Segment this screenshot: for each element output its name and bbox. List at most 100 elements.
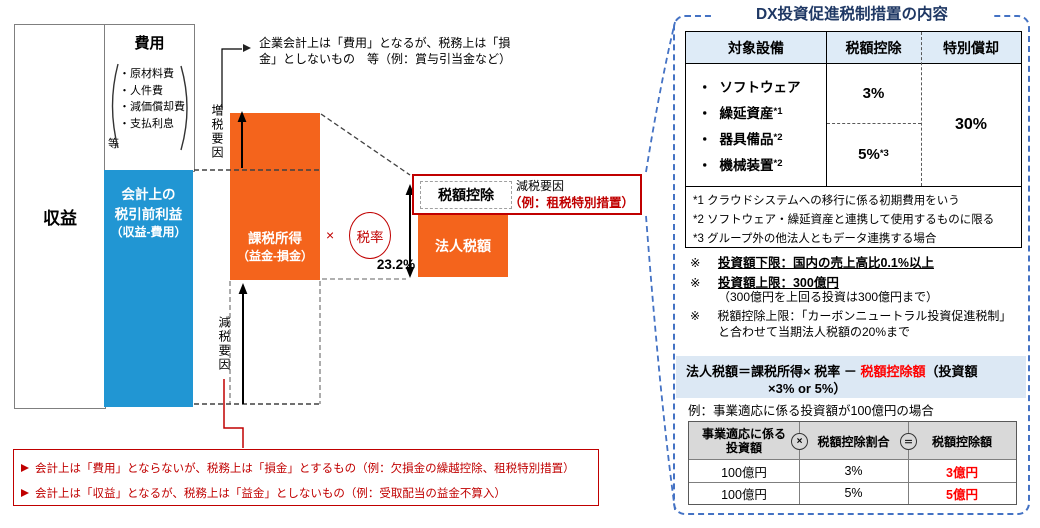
- condition-row: ※ 投資額下限：国内の売上高比0.1%以上: [690, 252, 934, 271]
- expense-box: 費用 ・原材料費 ・人件費 ・減価償却費 ・支払利息 等: [104, 24, 195, 172]
- pretax-line: 税引前利益: [114, 207, 183, 222]
- bottom-note-text: 会計上は「収益」となるが、税務上は「益金」としないもの（例：受取配当の益金不算入…: [35, 487, 506, 500]
- footnote: *2 ソフトウェア・繰延資産と連携して使用するものに限る: [693, 214, 995, 226]
- arrow-marker-icon: [21, 488, 29, 497]
- list-item: ・原材料費: [119, 68, 174, 80]
- table-cell: 100億円: [721, 465, 767, 480]
- formula-box: 法人税額＝課税所得× 税率 － 税額控除額（投資額 ×3% or 5%）: [676, 356, 1026, 398]
- condition-text: 税額控除上限：「カーボンニュートラル投資促進税制」: [717, 309, 1012, 323]
- condition-subtext: （300億円を上回る投資は300億円まで）: [718, 290, 939, 304]
- revenue-label: 収益: [43, 209, 77, 228]
- bottom-note-row: 会計上は「費用」とならないが、税務上は「損金」とするもの（例：欠損金の繰越控除、…: [21, 455, 591, 480]
- incentive-table: 対象設備 税額控除 特別償却 ・ソフトウェア ・繰延資産*1 ・器具備品*2 ・…: [685, 31, 1022, 248]
- condition-text: 投資額下限：国内の売上高比0.1%以上: [717, 256, 934, 270]
- revenue-box: 収益: [14, 24, 106, 409]
- condition-row: ※ 税額控除上限：「カーボンニュートラル投資促進税制」: [690, 307, 1011, 324]
- example-header-credit: 税額控除額: [931, 434, 992, 449]
- bottom-note-row: 会計上は「収益」となるが、税務上は「益金」としないもの（例：受取配当の益金不算入…: [21, 480, 591, 505]
- callout-line-top: [645, 21, 676, 173]
- expense-etc-label: 等: [108, 138, 119, 150]
- header-target-equipment: 対象設備: [728, 40, 784, 56]
- pretax-profit-box: 会計上の 税引前利益 （収益-費用）: [104, 170, 193, 407]
- condition-subtext: と合わせて当期法人税額の20%まで: [718, 325, 911, 339]
- reference-mark: ※: [690, 309, 701, 323]
- tax-increase-factor-label: 増税要因: [210, 104, 224, 160]
- list-item: ・機械装置*2: [698, 157, 783, 174]
- arrow-marker-icon: [21, 463, 29, 472]
- bottom-notes-box: 会計上は「費用」とならないが、税務上は「損金」とするもの（例：欠損金の繰越控除、…: [13, 449, 599, 506]
- row-divider: [689, 482, 1016, 483]
- list-item: ・ソフトウェア: [698, 80, 801, 95]
- example-table: 事業適応に係る 投資額 税額控除割合 税額控除額 × ＝ 100億円 3% 3億…: [688, 421, 1017, 505]
- condition-row: ※ 投資額上限：300億円: [690, 272, 839, 291]
- tax-rate-circle: 税率: [349, 212, 391, 259]
- corporate-tax-box: 法人税額: [418, 215, 508, 277]
- list-item: ・支払利息: [119, 117, 174, 130]
- table-divider: [908, 422, 909, 504]
- list-item: ・減価償却費: [119, 101, 185, 113]
- formula-line1: 法人税額＝課税所得× 税率 － 税額控除額（投資額: [686, 361, 977, 380]
- decrease-arrowhead-icon: [238, 283, 248, 294]
- list-item: ・繰延資産*1: [698, 105, 783, 122]
- formula-prefix: 法人税額＝課税所得× 税率 －: [686, 364, 861, 379]
- header-tax-credit: 税額控除: [845, 40, 902, 56]
- formula-line2: ×3% or 5%）: [768, 381, 847, 396]
- taxable-line: （益金-損金）: [237, 249, 313, 263]
- table-header-strip: [686, 32, 1021, 64]
- formula-suffix: （投資額: [925, 364, 978, 379]
- example-header-investment: 事業適応に係る 投資額: [701, 427, 786, 455]
- tax-credit-example: （例：租税特別措置）: [509, 196, 635, 210]
- tax-decrease-factor-label: 減税要因: [217, 316, 231, 372]
- decrease-factor-right-label: 減税要因: [516, 179, 565, 193]
- example-header-strip: [689, 422, 1016, 460]
- footnote: *3 グループ外の他法人ともデータ連携する場合: [693, 233, 937, 245]
- top-note-line: 企業会計上は「費用」となるが、税務上は「損: [259, 36, 511, 50]
- formula-highlight: 税額控除額: [860, 364, 926, 379]
- pretax-line: （収益-費用）: [110, 225, 187, 239]
- top-note-connector: [221, 48, 242, 108]
- tax-credit-box: 税額控除: [420, 181, 512, 209]
- pretax-line: 会計上の: [121, 187, 176, 202]
- tax-credit-callout-box: 税額控除 減税要因 （例：租税特別措置）: [412, 174, 642, 215]
- header-special-depreciation: 特別償却: [943, 40, 999, 56]
- top-note-line: 金」としないもの 等（例：賞与引当金など）: [259, 51, 512, 66]
- table-divider-dashed: [921, 32, 922, 186]
- rate-divider-dashed: [827, 123, 921, 124]
- credit-rate-lower: 5%*3: [858, 146, 889, 163]
- dashed-diagonal-line: [320, 113, 411, 176]
- circled-multiply-icon: ×: [791, 433, 808, 450]
- taxable-income-box: 課税所得 （益金-損金）: [230, 113, 320, 280]
- circled-equals-icon: ＝: [900, 433, 917, 450]
- bottom-note-connector: [223, 379, 244, 448]
- tax-credit-label: 税額控除: [438, 187, 494, 203]
- list-item: ・器具備品*2: [698, 131, 783, 148]
- taxable-line: 課税所得: [248, 231, 302, 246]
- table-cell: 5%: [844, 486, 863, 500]
- table-cell-credit-result: 3億円: [946, 465, 978, 480]
- example-caption: 例：事業適応に係る投資額が100億円の場合: [688, 404, 934, 418]
- panel-title: DX投資促進税制措置の内容: [712, 3, 992, 26]
- reference-mark: ※: [690, 256, 701, 270]
- table-footnotes: *1 クラウドシステムへの移行に係る初期費用をいう *2 ソフトウェア・繰延資産…: [693, 192, 994, 249]
- bottom-note-text: 会計上は「費用」とならないが、税務上は「損金」とするもの（例：欠損金の繰越控除、…: [35, 462, 575, 475]
- footnote-divider: [686, 186, 1021, 187]
- reference-mark: ※: [690, 276, 701, 290]
- table-divider: [799, 422, 800, 504]
- footnote: *1 クラウドシステムへの移行に係る初期費用をいう: [693, 195, 960, 207]
- equipment-list: ・ソフトウェア ・繰延資産*1 ・器具備品*2 ・機械装置*2: [698, 73, 801, 177]
- table-divider: [826, 32, 827, 186]
- special-depreciation-value: 30%: [954, 116, 988, 133]
- multiply-sign: ×: [326, 227, 335, 243]
- condition-text: 投資額上限：300億円: [717, 276, 839, 290]
- credit-rate-upper: 3%: [862, 85, 885, 102]
- corporate-tax-label: 法人税額: [435, 238, 491, 254]
- list-item: ・人件費: [119, 84, 163, 97]
- expense-title: 費用: [134, 35, 165, 52]
- tax-rate-value: 23.2%: [376, 257, 416, 272]
- table-cell-credit-result: 5億円: [946, 487, 978, 502]
- example-header-rate: 税額控除割合: [817, 434, 890, 449]
- arrow-marker-icon: [243, 44, 251, 52]
- tax-rate-label: 税率: [356, 229, 384, 245]
- expense-item-list: ・原材料費 ・人件費 ・減価償却費 ・支払利息: [119, 66, 185, 132]
